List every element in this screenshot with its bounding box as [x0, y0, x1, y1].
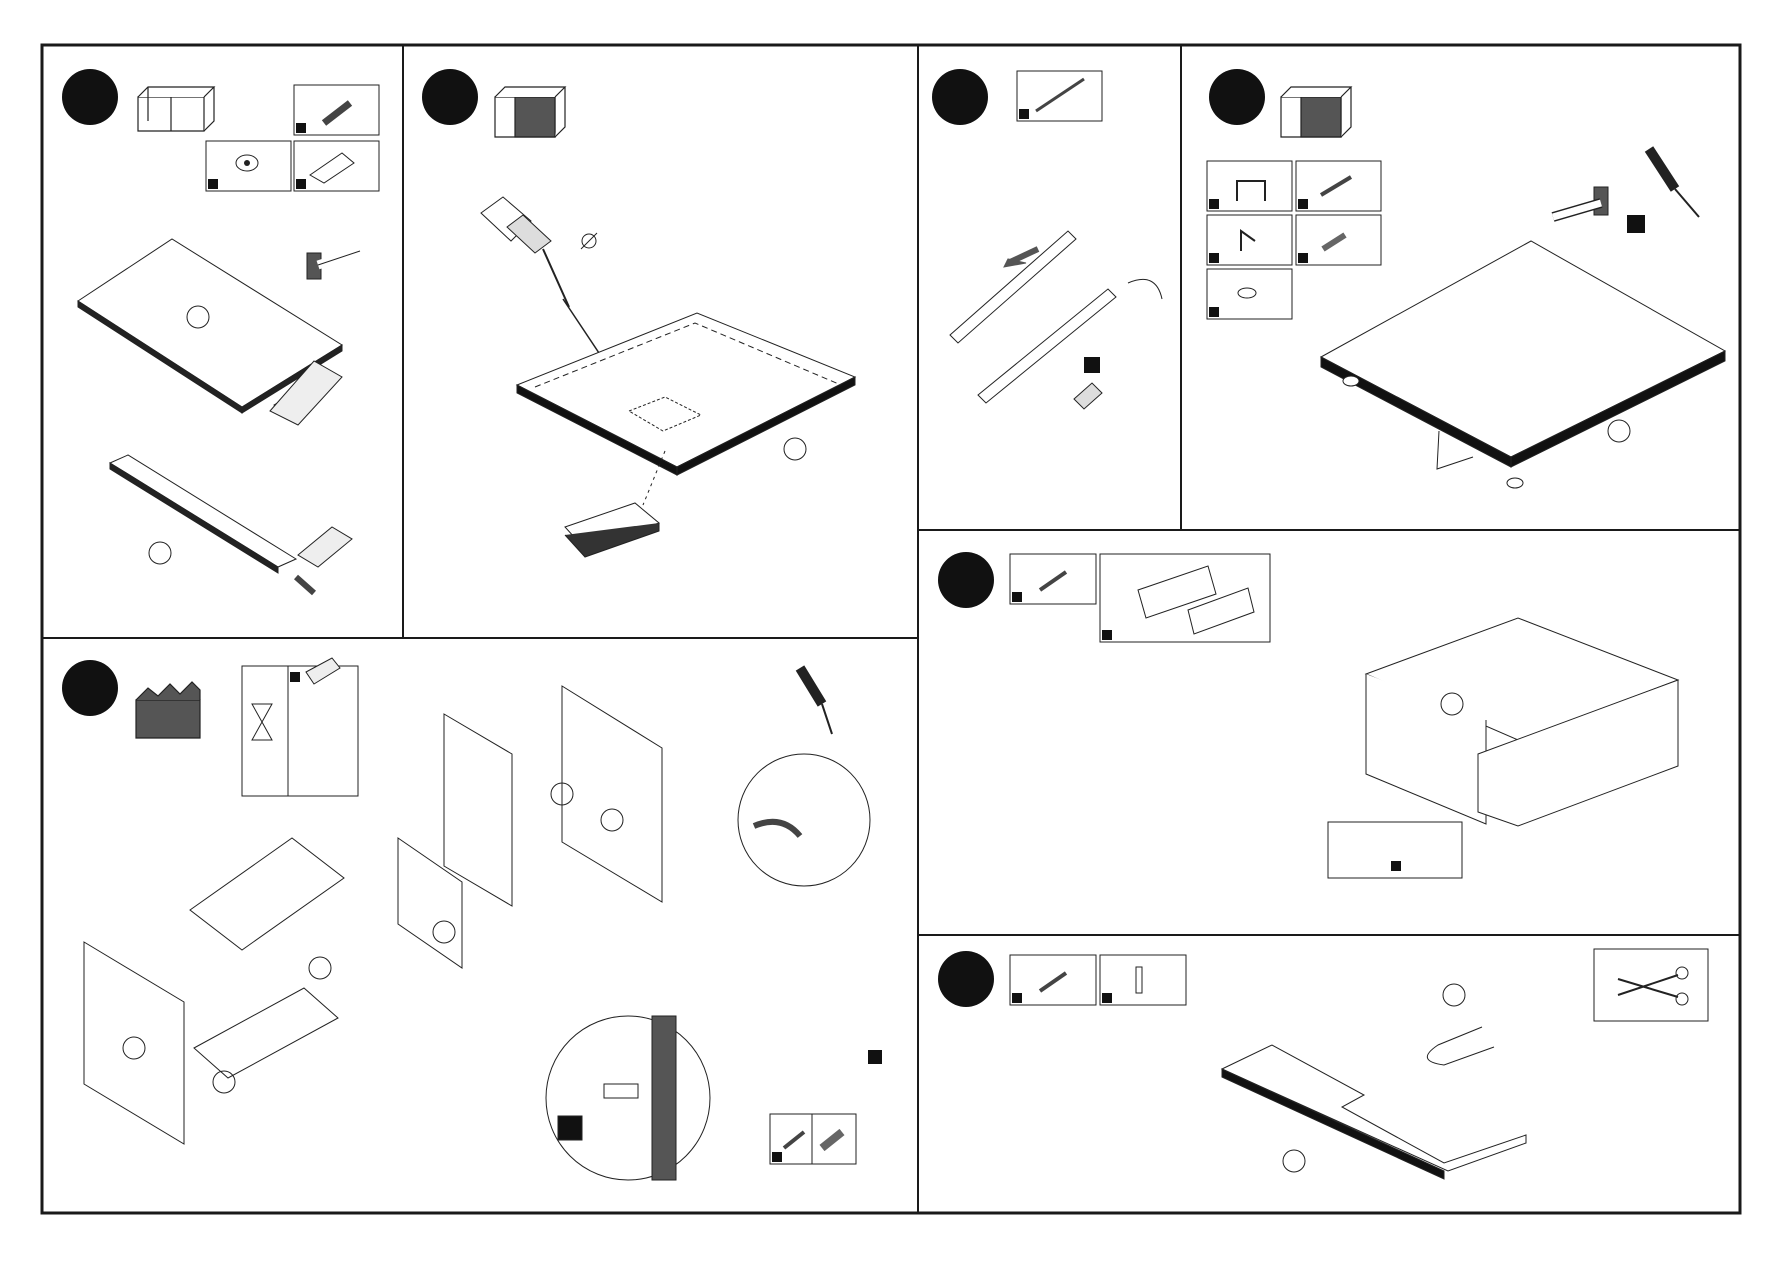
foot-pad-icon	[1343, 376, 1359, 386]
part-badge	[1627, 215, 1645, 233]
cabinet-frame-icon	[138, 87, 214, 131]
scissors-icon	[1594, 949, 1708, 1021]
step-panel-fit-edge-trim	[918, 935, 1740, 1213]
step-badge	[1209, 69, 1265, 125]
side-panel	[84, 942, 184, 1144]
step-panel-fit-drawer-runners	[918, 530, 1740, 935]
drawer-box	[1366, 618, 1678, 826]
step-panel-fit-handles-feet	[1181, 45, 1740, 530]
screw-icon	[1010, 554, 1096, 604]
step-badge	[62, 69, 118, 125]
rotate-arrow	[1128, 279, 1162, 299]
threaded-dowel-icon	[296, 577, 314, 593]
rod-end-cap-icon	[1074, 383, 1102, 409]
screwdriver-icon	[1649, 149, 1699, 217]
handle-icon	[1207, 161, 1292, 211]
step-badge	[932, 69, 988, 125]
side-panel	[551, 686, 662, 902]
step-panel-telescopic-rod	[918, 45, 1181, 530]
power-drill-icon	[481, 197, 597, 307]
zoom-detail	[546, 1016, 710, 1180]
zoom-detail	[738, 754, 870, 886]
glue-tube-icon	[298, 527, 352, 567]
part-badge	[558, 1116, 582, 1140]
step-panel-glue-dowels	[42, 45, 403, 638]
step-panel-assemble-carcass	[42, 638, 918, 1213]
glue-tube-icon	[294, 141, 379, 191]
cabinet-open-icon	[136, 682, 200, 738]
divider-panel	[398, 714, 512, 968]
board-panel	[517, 313, 855, 475]
note-box	[1328, 822, 1462, 878]
fixings-box	[770, 1114, 856, 1164]
rod-icon	[950, 231, 1116, 403]
drawer-bay	[190, 838, 344, 1093]
foot-pad-icon	[1207, 269, 1292, 319]
step-badge	[938, 552, 994, 608]
screw-icon	[1010, 955, 1096, 1005]
cabinet-frame-icon	[1281, 87, 1351, 137]
screw-icon	[1296, 161, 1381, 211]
bracket-icon	[1207, 215, 1292, 265]
foot-pad-icon	[1507, 478, 1523, 488]
cam-lock-icon	[206, 141, 291, 191]
step-badge	[422, 69, 478, 125]
step-panel-drill-holes	[403, 45, 918, 638]
dowel-icon	[1296, 215, 1381, 265]
cure-time-box	[242, 658, 358, 796]
edge-trim-icon	[1427, 984, 1494, 1065]
board-panel	[110, 455, 296, 573]
step-badge	[938, 951, 994, 1007]
hammer-icon	[307, 251, 360, 279]
step-badge	[62, 660, 118, 716]
cabinet-side-icon	[495, 87, 565, 137]
board-panel	[1321, 241, 1725, 467]
part-badge	[868, 1050, 882, 1064]
screwdriver-icon	[800, 668, 832, 734]
worktop-panel	[1222, 1045, 1526, 1179]
drawer-runner-icon	[1100, 554, 1270, 642]
hammer-icon	[1553, 187, 1608, 217]
angle-bracket-icon	[1100, 955, 1186, 1005]
rod-icon	[1017, 71, 1102, 121]
part-badge	[1084, 357, 1100, 373]
threaded-dowel-icon	[294, 85, 379, 135]
